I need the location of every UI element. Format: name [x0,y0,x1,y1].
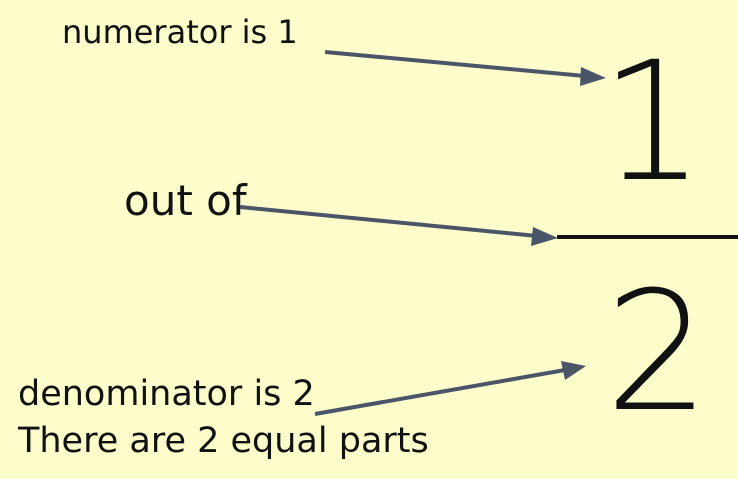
arrowhead-numerator [580,67,606,86]
arrowhead-denominator [561,361,586,380]
numerator-label: numerator is 1 [62,13,298,51]
arrow-to-denominator [314,368,566,416]
fraction-denominator: 2 [605,256,710,448]
arrowhead-fraction-bar [531,227,558,246]
arrow-to-fraction-bar [239,205,538,238]
arrow-to-numerator [324,50,586,78]
fraction-bar [557,235,738,239]
out-of-label: out of [124,176,247,225]
fraction-numerator: 1 [600,26,705,218]
equal-parts-label: There are 2 equal parts [18,421,429,461]
denominator-label: denominator is 2 [18,374,315,414]
